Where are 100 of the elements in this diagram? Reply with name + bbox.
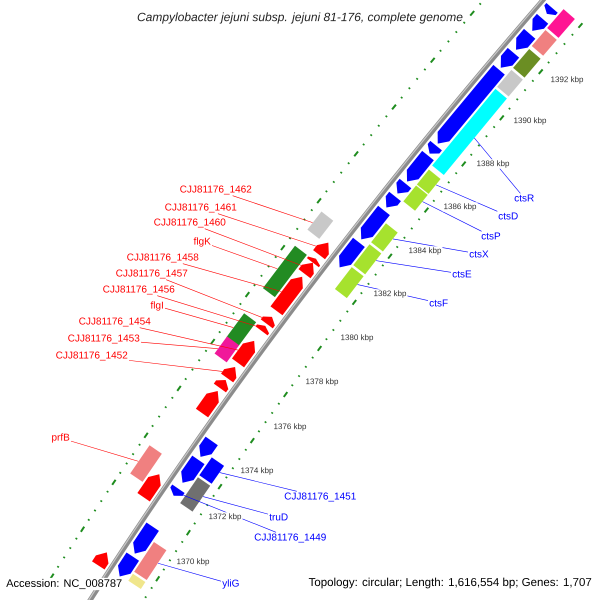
gene-label: ctsR [514,194,534,202]
leader-line [218,213,316,246]
gene-segment [406,150,434,182]
leader-line [422,201,482,232]
gene-label: CJJ81176_1460 [154,218,226,228]
leader-line [376,260,452,273]
leader-line [139,327,238,350]
gene-segment [226,313,256,346]
position-label: 1388 kbp [476,159,510,169]
position-label: 1370 kbp [176,557,210,567]
gene-segment [334,267,364,298]
gene-segment [256,324,270,336]
gene-label: ctsD [498,212,518,220]
gene-segment [221,366,236,382]
gene-segment [386,192,401,208]
gene-label: CJJ81176_1456 [103,286,174,294]
position-label: 1380 kbp [340,333,374,343]
leader-line [164,308,234,328]
gene-label: flgK [194,237,211,247]
info-text: Accession: NC_008787 [5,578,124,590]
position-label: 1376 kbp [272,422,308,432]
position-label: 1392 kbp [550,75,584,85]
gene-segment [307,212,334,239]
gene-segment [199,457,224,484]
leader-line [70,440,139,462]
gene-segment [500,48,520,68]
gene-segment [513,48,541,78]
gene-segment [428,140,442,154]
gene-segment [497,70,523,96]
gene-label: CJJ81176_1449 [254,534,326,542]
gene-label: ctsX [470,250,488,258]
gene-segment [547,9,575,38]
gene-segment [270,276,303,316]
gene-segment [260,316,275,328]
leader-line [436,184,498,212]
gene-label: CJJ81176_1457 [116,270,188,278]
gene-label: ctsP [482,232,500,240]
leader-line [212,245,278,270]
gene-label: CJJ81176_1462 [180,186,252,194]
gene-label: ctsE [452,270,472,278]
gene-label: prfB [52,433,70,443]
gene-segment [137,474,161,502]
leader-line [166,279,262,318]
leader-line [392,238,468,252]
gene-label: CJJ81176_1461 [165,204,236,212]
gene-label: CJJ81176_1458 [127,254,198,262]
leader-line [156,295,256,326]
gene-label: CJJ81176_1454 [79,318,150,326]
gene-segment [438,64,505,144]
leader-line [202,496,268,514]
gene-segment [544,2,558,16]
gene-label: flgI [150,301,163,311]
leader-line [182,263,282,292]
gene-segment [133,522,159,554]
position-label: 1378 kbp [304,377,340,387]
gene-segment [181,456,205,483]
gene-segment [403,185,428,211]
position-label: 1386 kbp [442,202,478,212]
gene-segment [516,28,536,50]
position-label: 1390 kbp [512,116,548,126]
gene-label: truD [269,514,288,520]
gene-segment [214,380,228,392]
position-label: 1372 kbp [208,512,242,522]
gene-segment [360,206,390,240]
gene-segment [214,336,240,362]
title: Campylobacter jejuni subsp. jejuni 81-176, complete genome [138,12,462,24]
leader-line [204,228,302,266]
gene-segment [353,244,382,274]
gene-segment [130,445,162,482]
gene-segment [128,574,146,589]
info-text: Topology: circular; Length: 1,616,554 bp; Genes: 1,707 [306,576,594,590]
gene-segment [371,223,398,252]
gene-label: CJJ81176_1453 [68,334,140,344]
leader-line [140,342,218,349]
gene-label: CJJ81176_1452 [56,352,128,360]
gene-segment [339,238,365,268]
leader-line [158,562,222,582]
position-label: 1382 kbp [372,289,408,299]
gene-segment [416,170,441,194]
gene-segment [396,178,412,194]
leader-line [128,360,223,372]
gene-segment [199,436,218,457]
gene-segment [92,552,108,570]
gene-segment [180,477,210,512]
gene-segment [532,30,557,56]
gene-segment [532,14,548,31]
gene-label: CJJ81176_1451 [284,492,356,502]
gene-segment [306,256,320,268]
gene-segment [170,484,185,496]
position-label: 1384 kbp [408,246,442,256]
gene-segment [134,542,166,580]
leader-line [232,195,313,223]
gene-segment [262,246,307,298]
gene-segment [118,552,140,577]
leader-line [219,472,298,492]
gene-segment [196,391,219,418]
gene-label: yliG [222,579,239,589]
gene-segment [298,262,314,278]
gene-label: ctsF [430,300,448,306]
gene-segment [313,242,329,260]
